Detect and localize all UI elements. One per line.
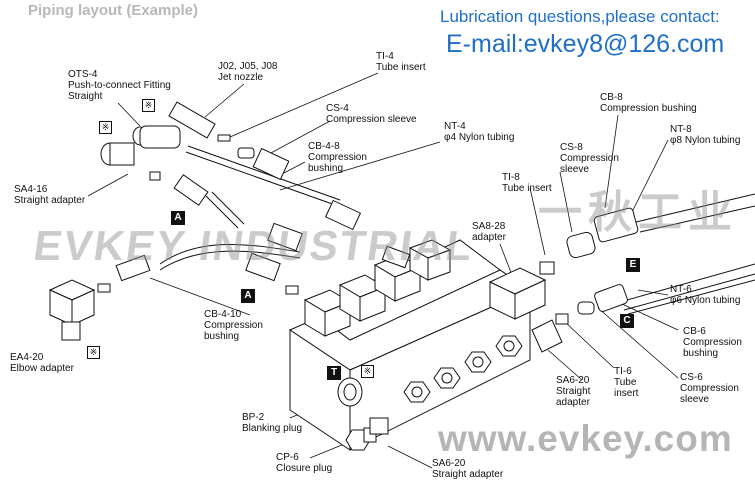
nylon-tube-4-lower-b bbox=[159, 250, 301, 271]
reference-mark-ea4-20: ※ bbox=[87, 346, 100, 359]
cb4-lower-nozzle bbox=[115, 254, 151, 282]
fitting-rear-2 bbox=[381, 245, 411, 269]
watermark-brand-en: EVKEY INDUSTRIAL bbox=[30, 222, 477, 269]
straight-adapters bbox=[369, 319, 563, 435]
nylon-tube-4-lower bbox=[159, 243, 301, 265]
cb6-bushing bbox=[594, 284, 628, 312]
cs8-sleeve bbox=[566, 231, 596, 259]
badge-a-upper: A bbox=[171, 211, 185, 225]
jet-nozzle bbox=[168, 101, 216, 139]
ti4-insert bbox=[217, 134, 231, 142]
cb4-8-bushing bbox=[252, 147, 290, 181]
nylon-tube-8 bbox=[635, 193, 755, 223]
blanking-plug-bp2 bbox=[337, 377, 363, 407]
small-sleeve-3 bbox=[285, 285, 299, 295]
cb8-bushing bbox=[593, 207, 639, 243]
nylon-tube-8-b bbox=[639, 205, 755, 233]
badge-e: E bbox=[626, 258, 640, 272]
reference-mark-sa4-16: ※ bbox=[99, 121, 112, 134]
cs6-sleeve bbox=[577, 301, 595, 315]
badge-t: T bbox=[327, 366, 341, 380]
watermark-brand-cn: 一秋工业 bbox=[538, 188, 738, 237]
page-title: Piping layout (Example) bbox=[28, 2, 199, 19]
port-3 bbox=[464, 351, 492, 373]
fitting-rear bbox=[267, 222, 303, 252]
nylon-tube-6 bbox=[619, 263, 755, 303]
port-4 bbox=[495, 335, 523, 357]
closure-plug-cp6 bbox=[345, 427, 377, 451]
nylon-tube-6-c bbox=[627, 279, 755, 315]
ti6-insert bbox=[555, 313, 569, 325]
cb4-10-bushing bbox=[245, 252, 281, 282]
top-adapters bbox=[303, 239, 452, 337]
contact-email: E-mail:evkey8@126.com bbox=[446, 30, 725, 58]
nylon-tube-4-upper-b bbox=[187, 145, 341, 201]
ti8-insert bbox=[539, 261, 555, 275]
badge-a-lower: A bbox=[241, 289, 255, 303]
cs4-sleeve bbox=[237, 147, 255, 159]
sa4-16-adapter bbox=[100, 142, 135, 166]
watermark-website: www.evkey.com bbox=[438, 418, 733, 459]
reference-mark-ots4: ※ bbox=[142, 99, 155, 112]
side-adapter-sa8-28 bbox=[488, 267, 547, 320]
small-sleeve-1 bbox=[149, 171, 161, 181]
fitting-at-tube-top bbox=[324, 199, 362, 231]
cb4-mid bbox=[173, 174, 209, 206]
elbow-adapter-ea4-20 bbox=[48, 279, 96, 341]
small-sleeve-2 bbox=[97, 283, 111, 293]
hex-ports bbox=[403, 335, 523, 403]
tubes bbox=[159, 145, 755, 315]
nylon-tube-6-b bbox=[623, 273, 755, 311]
nylon-tube-4-upper bbox=[185, 151, 339, 207]
port-2 bbox=[433, 367, 461, 389]
small-fittings bbox=[97, 101, 639, 325]
badge-c: C bbox=[620, 314, 634, 328]
port-1 bbox=[403, 381, 431, 403]
contact-prompt: Lubrication questions,please contact: bbox=[440, 7, 720, 26]
nylon-tube-4-mid-b bbox=[211, 191, 245, 225]
nylon-tube-4-mid bbox=[205, 195, 239, 229]
ots4-fitting bbox=[132, 125, 181, 149]
reference-mark-bp2: ※ bbox=[361, 365, 374, 378]
